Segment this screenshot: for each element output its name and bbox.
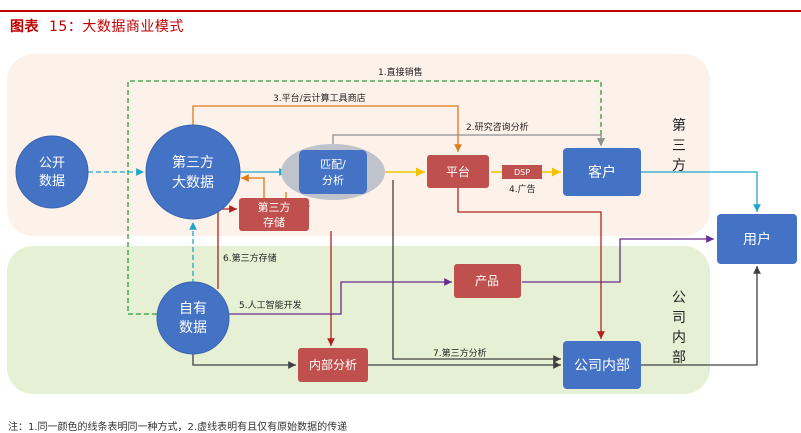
edge-storage-to-bigdata	[241, 174, 265, 198]
node-label: 客户	[588, 164, 616, 181]
node-public-data: 公开 数据	[15, 135, 89, 209]
region-char: 公	[672, 290, 686, 306]
node-label: 第三方	[172, 154, 214, 171]
node-company-internal: 公司内部	[563, 341, 641, 389]
edge-label-consulting: 2.研究咨询分析	[466, 121, 529, 133]
figure-title: 图表 15：大数据商业模式	[10, 16, 184, 36]
region-char: 三	[672, 138, 686, 154]
edge-label-third-storage: 6.第三方存储	[223, 252, 277, 264]
node-label: 自有	[179, 301, 207, 317]
edge-direct-sales	[127, 80, 605, 315]
node-third-party-storage: 第三方 存储	[239, 198, 309, 231]
node-label: 分析	[322, 173, 344, 187]
node-third-party-big-data: 第三方 大数据	[145, 124, 241, 220]
footnote: 注：1.同一颜色的线条表明同一种方式，2.虚线表明有且仅有原始数据的传递	[8, 422, 348, 433]
node-internal-analysis: 内部分析	[298, 348, 368, 382]
node-own-data: 自有 数据	[156, 281, 230, 355]
edge-platform-to-company	[457, 188, 605, 339]
top-rule	[0, 10, 801, 12]
region-char: 内	[672, 330, 686, 346]
edge-third-analysis	[392, 180, 561, 363]
node-label: 平台	[446, 164, 470, 179]
node-customer: 客户	[563, 148, 641, 196]
node-user: 用户	[717, 214, 797, 264]
node-platform: 平台	[427, 155, 489, 188]
edge-label-direct-sales: 1.直接销售	[378, 66, 423, 78]
company-internal-region-label: 公 司 内 部	[672, 290, 686, 366]
node-label: 第三方	[258, 200, 291, 214]
node-label: 数据	[39, 174, 65, 189]
node-label: 内部分析	[309, 357, 357, 372]
node-label: 大数据	[172, 175, 214, 191]
edge-platform-store	[192, 105, 462, 152]
node-dsp: DSP	[502, 165, 542, 179]
node-label: 公司内部	[574, 358, 630, 374]
third-party-region-label: 第 三 方	[672, 117, 686, 174]
third-party-region	[7, 54, 710, 236]
edge-label-third-analysis: 7.第三方分析	[433, 347, 487, 359]
region-char: 部	[672, 350, 686, 366]
node-label: 用户	[743, 231, 771, 248]
node-label: DSP	[514, 168, 530, 177]
edge-own-to-storage	[217, 205, 237, 289]
node-label: 公开	[39, 156, 65, 171]
region-char: 方	[672, 158, 686, 174]
edge-label-platform-store: 3.平台/云计算工具商店	[273, 92, 366, 104]
figure-label: 图表	[10, 19, 39, 35]
node-label: 匹配/	[320, 158, 346, 171]
node-label: 存储	[263, 215, 285, 229]
node-product: 产品	[454, 264, 521, 298]
node-label: 产品	[475, 274, 499, 288]
edge-consulting	[332, 134, 605, 146]
edge-label-advertising: 4.广告	[509, 183, 536, 195]
node-match-analysis: 匹配/ 分析	[281, 144, 385, 200]
edge-label-ai-dev: 5.人工智能开发	[239, 299, 302, 311]
figure-number: 15：大数据商业模式	[49, 19, 184, 35]
edge-ai-dev	[225, 278, 452, 315]
node-label: 数据	[179, 320, 207, 336]
region-char: 司	[672, 310, 686, 326]
edge-customer-to-user	[640, 171, 761, 212]
edge-company-to-user	[640, 266, 761, 366]
edge-product-to-user	[522, 235, 714, 283]
region-char: 第	[672, 117, 686, 134]
